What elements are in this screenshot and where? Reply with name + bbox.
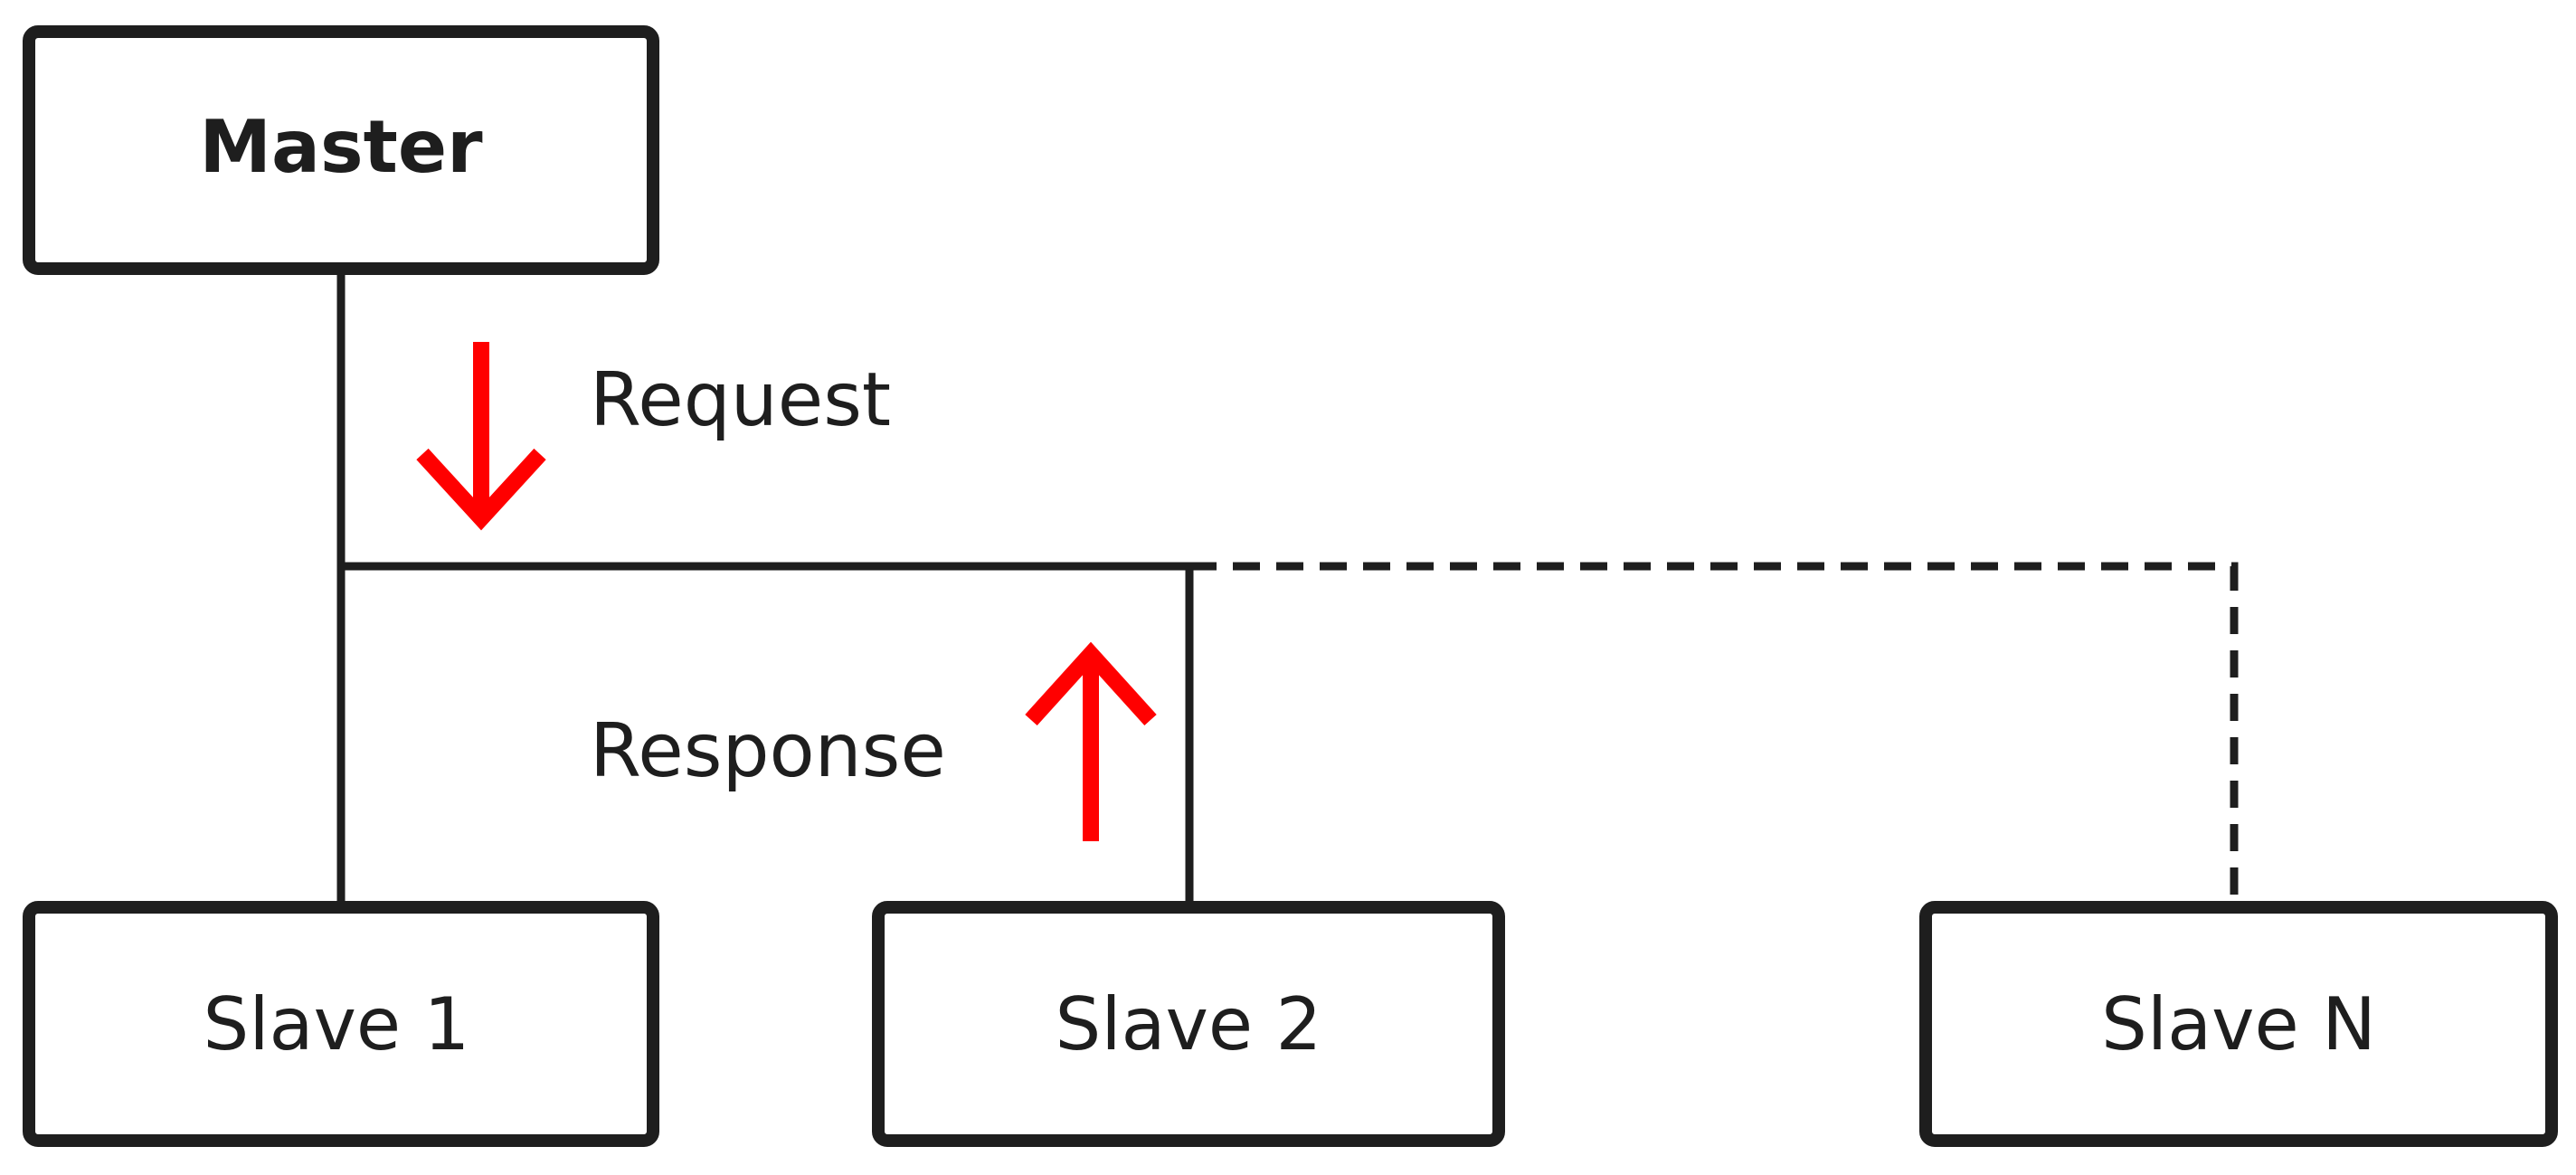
request-arrow-head (416, 448, 546, 531)
slave-2-label: Slave 2 (1056, 982, 1322, 1066)
slave-n-node: Slave N (1919, 901, 2558, 1147)
slave-n-dashed-link (1189, 562, 2239, 905)
slave-1-node: Slave 1 (23, 901, 659, 1147)
master-label: Master (199, 105, 483, 189)
master-node: Master (23, 25, 659, 275)
arrow-up-icon (1025, 641, 1157, 841)
bus-wiring (336, 271, 2239, 905)
slave-1-box (23, 901, 659, 1147)
slave-n-box (1919, 901, 2558, 1147)
request-label: Request (590, 357, 891, 443)
slave-2-box (872, 901, 1505, 1147)
arrow-down-icon (416, 342, 546, 531)
response-arrow-head (1025, 641, 1157, 726)
slave-1-label: Slave 1 (204, 982, 470, 1066)
request-flow: Request (416, 342, 891, 531)
slave-2-node: Slave 2 (872, 901, 1505, 1147)
response-label: Response (590, 708, 946, 794)
slave-n-label: Slave N (2101, 982, 2376, 1066)
response-flow: Response (590, 641, 1157, 841)
master-box (23, 25, 659, 275)
